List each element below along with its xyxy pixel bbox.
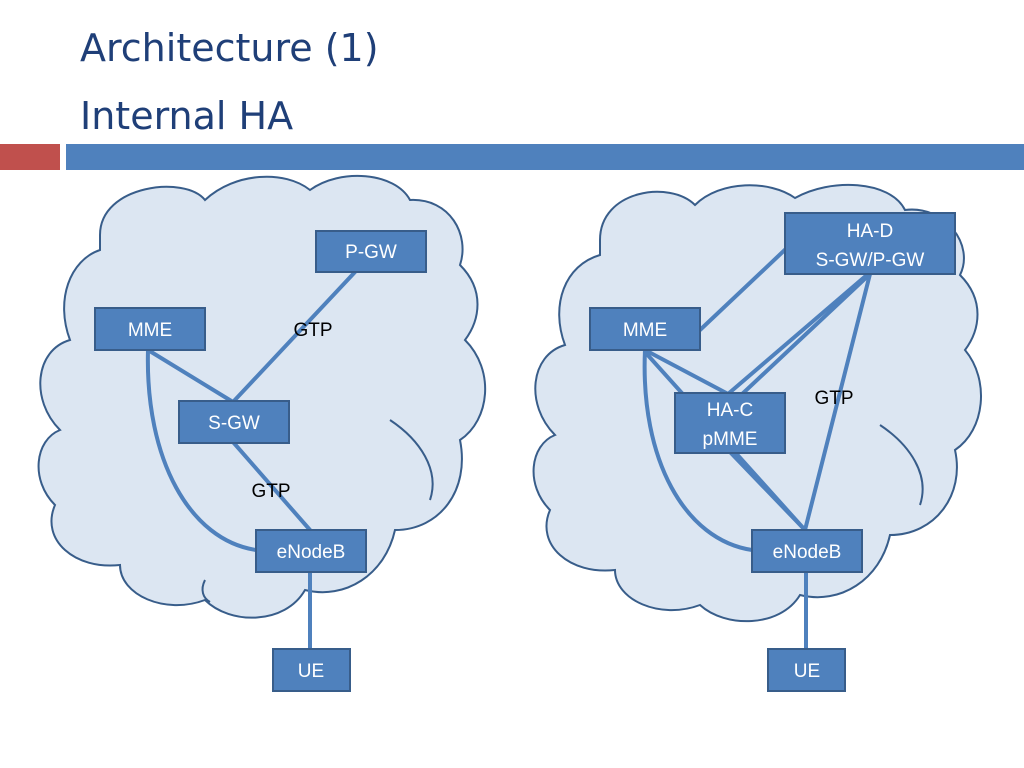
node-enodeb-right: eNodeB (751, 529, 863, 573)
link-mme-sgw (146, 348, 235, 404)
node-mme-label: MME (128, 320, 172, 341)
label-gtp-right: GTP (814, 388, 853, 409)
link-mme-hac (643, 348, 732, 397)
right-cloud-inner-arc-1 (879, 424, 924, 506)
node-had: HA-D S-GW/P-GW (784, 212, 956, 275)
node-sgw: S-GW (178, 400, 290, 444)
node-mme-right: MME (589, 307, 701, 351)
node-enodeb: eNodeB (255, 529, 367, 573)
left-cloud-inner-arc-1 (389, 419, 434, 501)
left-cloud-inner-arc-2 (201, 579, 211, 603)
title-accent-bar-red (0, 144, 60, 170)
link-hac-had-2 (738, 272, 872, 398)
link-had-enodeb (803, 272, 872, 532)
link-mme-had (698, 243, 792, 332)
node-hac: HA-C pMME (674, 392, 786, 454)
node-ue-label: UE (298, 661, 324, 682)
node-had-label-line1: HA-D (847, 221, 893, 242)
title-accent-bar-blue (66, 144, 1024, 170)
node-ue: UE (272, 648, 351, 692)
node-enodeb-label: eNodeB (277, 542, 346, 563)
node-sgw-label: S-GW (208, 413, 260, 434)
link-pgw-sgw (231, 270, 357, 404)
link-mme-enodeb-curve (642, 348, 754, 552)
slide-title-line1: Architecture (1) (80, 26, 379, 70)
node-had-label-line2: S-GW/P-GW (816, 250, 925, 271)
label-gtp-upper: GTP (293, 320, 332, 341)
left-links (145, 270, 357, 652)
node-pgw-label: P-GW (345, 242, 397, 263)
node-pgw: P-GW (315, 230, 427, 273)
node-hac-label-line1: HA-C (707, 400, 753, 421)
node-mme: MME (94, 307, 206, 351)
left-cloud-shape (37, 174, 486, 619)
node-ue-right: UE (767, 648, 846, 692)
node-hac-label-line2: pMME (703, 429, 758, 450)
node-enodeb-right-label: eNodeB (773, 542, 842, 563)
link-hac-had-1 (726, 272, 870, 396)
slide-title-line2: Internal HA (80, 94, 294, 138)
left-cloud (37, 174, 486, 619)
link-sgw-enodeb (231, 440, 312, 532)
right-links (642, 243, 872, 652)
label-gtp-lower: GTP (251, 481, 290, 502)
link-mme-enodeb (145, 348, 258, 552)
node-ue-right-label: UE (794, 661, 820, 682)
node-mme-right-label: MME (623, 320, 667, 341)
